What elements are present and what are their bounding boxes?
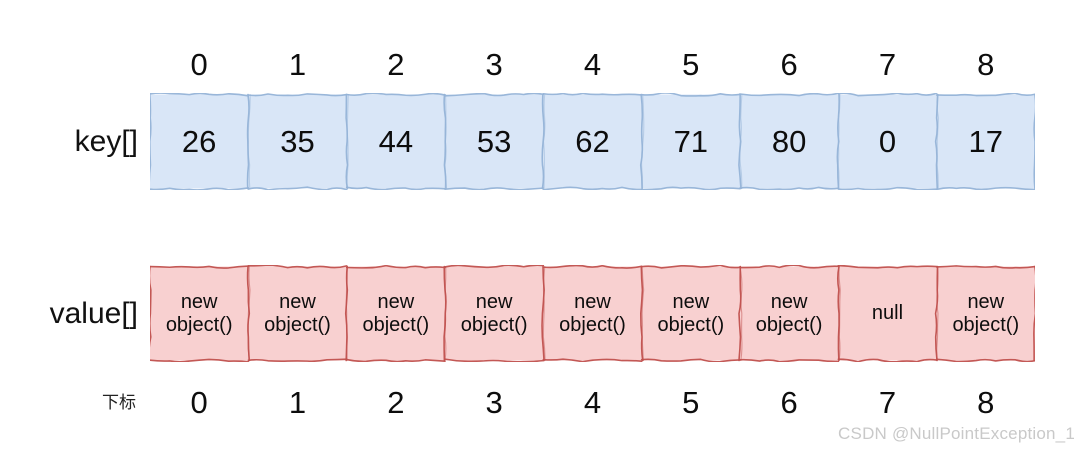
key-cell: 62: [543, 93, 641, 190]
value-cell: new object(): [740, 265, 838, 362]
value-array-text-layer: new object() new object() new object() n…: [150, 265, 1035, 362]
key-cell-value: 35: [280, 124, 315, 159]
value-cell-value: new object(): [362, 290, 430, 336]
index-label: 6: [780, 384, 798, 420]
bottom-index-label: 下标: [102, 392, 136, 412]
index-label: 4: [583, 46, 602, 82]
index-label: 2: [387, 46, 405, 82]
value-cell-value: new object(): [657, 290, 725, 336]
key-cell: 80: [740, 93, 838, 190]
value-cell: new object(): [543, 265, 641, 362]
key-array-cells: 26 35 44 53 62 71 80 0 17: [150, 93, 1035, 190]
value-cell-value: new object(): [264, 290, 331, 336]
value-cell: null: [838, 265, 936, 362]
key-cell: 53: [445, 93, 543, 190]
value-cell: new object(): [445, 265, 543, 362]
index-row-bottom-cells: 0 1 2 3 4 5 6 7 8: [150, 387, 1035, 418]
key-cell: 71: [642, 93, 740, 190]
index-label: 3: [485, 384, 503, 420]
value-cell: new object(): [347, 265, 445, 362]
key-cell: 44: [347, 93, 445, 190]
value-cell: new object(): [642, 265, 740, 362]
key-cell-value: 71: [673, 124, 709, 159]
index-label: 3: [485, 46, 503, 82]
value-array-row: value[] new object() new object() new ob…: [0, 265, 1089, 362]
value-array-label: value[]: [49, 296, 138, 330]
value-cell-value: new object(): [952, 290, 1020, 336]
index-label: 2: [387, 384, 405, 420]
index-label: 7: [878, 384, 897, 420]
index-label: 1: [288, 384, 307, 420]
index-label: 0: [190, 46, 208, 82]
value-cell: new object(): [937, 265, 1035, 362]
index-label: 5: [682, 384, 700, 420]
value-cell-value: null: [871, 302, 904, 324]
index-label: 8: [977, 384, 995, 420]
index-label: 4: [583, 384, 602, 420]
value-cell-value: new object(): [460, 290, 528, 336]
value-cell: new object(): [150, 265, 248, 362]
key-cell-value: 17: [968, 124, 1004, 159]
key-cell-value: 0: [878, 124, 897, 159]
index-label: 6: [780, 46, 798, 82]
value-cell-value: new object(): [755, 290, 823, 336]
key-array-text-layer: 26 35 44 53 62 71 80 0 17: [150, 93, 1035, 190]
index-label: 0: [190, 384, 208, 420]
index-label: 7: [878, 46, 897, 82]
index-label: 8: [977, 46, 995, 82]
key-cell-value: 26: [181, 124, 217, 159]
value-array-cells: new object() new object() new object() n…: [150, 265, 1035, 362]
key-array-row: key[] 26 35 44 53 62 71 80 0 17: [0, 93, 1089, 190]
value-cell-value: new object(): [559, 290, 626, 336]
key-array-shapes: [150, 93, 1035, 190]
key-cell-value: 62: [575, 124, 610, 159]
key-array-label: key[]: [74, 124, 138, 158]
key-cell-value: 44: [378, 124, 414, 159]
key-cell: 35: [248, 93, 346, 190]
index-label: 1: [288, 46, 307, 82]
watermark: CSDN @NullPointException_1: [838, 424, 1075, 443]
index-row-top: 0 1 2 3 4 5 6 7 8: [0, 44, 1089, 84]
key-cell: 0: [838, 93, 936, 190]
key-cell: 17: [937, 93, 1035, 190]
key-cell-value: 80: [771, 124, 807, 159]
value-array-shapes: [150, 265, 1035, 362]
value-cell-value: new object(): [165, 290, 233, 336]
value-cell: new object(): [248, 265, 346, 362]
key-cell-value: 53: [476, 124, 512, 159]
index-row-bottom: 下标 0 1 2 3 4 5 6 7 8: [0, 382, 1089, 422]
key-cell: 26: [150, 93, 248, 190]
index-label: 5: [682, 46, 700, 82]
index-row-top-cells: 0 1 2 3 4 5 6 7 8: [150, 49, 1035, 80]
